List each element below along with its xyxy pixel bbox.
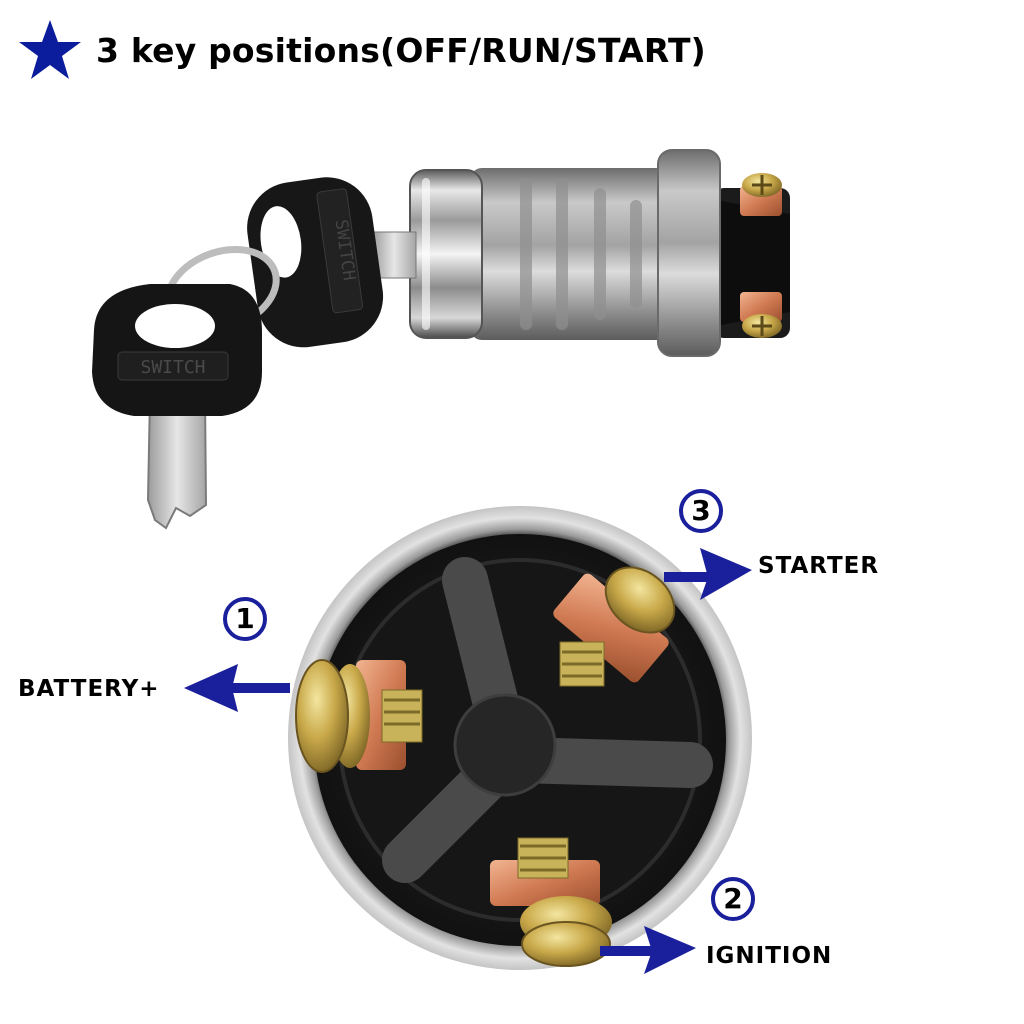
switch-rear-face [288,506,752,970]
arrow-battery [184,664,290,712]
callout-3: 3 [678,488,724,534]
headline: 3 key positions(OFF/RUN/START) [18,18,706,82]
label-ignition: IGNITION [706,943,833,969]
ignition-switch-side-view: SWITCH SWITCH [92,149,790,530]
terminal-3 [553,566,676,687]
callout-arrows [184,548,752,974]
label-starter: STARTER [758,553,880,579]
label-battery: BATTERY+ [18,676,160,702]
terminal-1 [295,659,423,773]
headline-text: 3 key positions(OFF/RUN/START) [96,30,706,70]
arrow-starter [664,548,752,600]
callout-1: 1 [222,596,268,642]
arrow-ignition [600,926,696,974]
terminal-2 [490,837,612,967]
key-tag-front: SWITCH [140,357,205,378]
callout-2: 2 [710,876,756,922]
star-icon [19,20,81,79]
